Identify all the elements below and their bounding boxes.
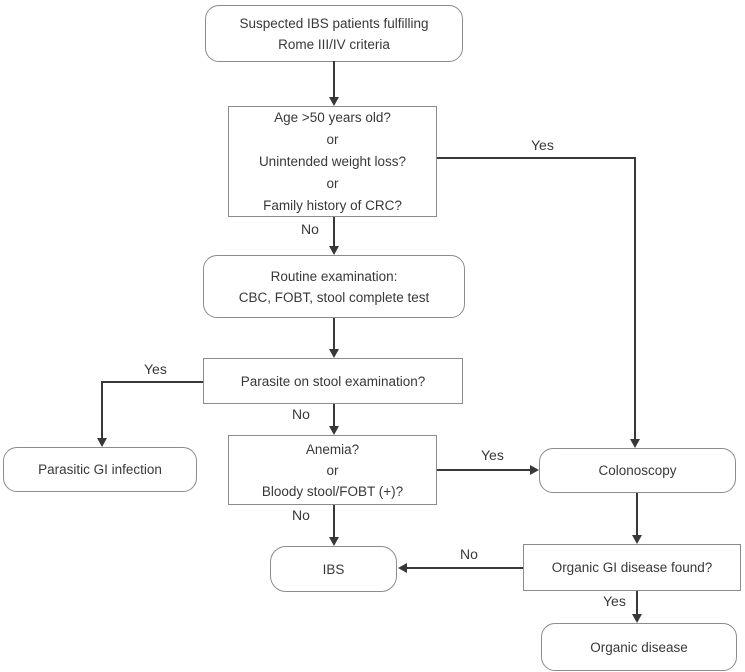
- node-routine-examination-line: Routine examination:: [270, 268, 398, 284]
- edge-colonoscopy-organic-line: [636, 493, 638, 536]
- edge-anemia-ibs-line: [333, 505, 335, 538]
- node-organic-disease: Organic disease: [541, 623, 737, 671]
- arrowhead-organic-ibs: [398, 563, 407, 573]
- arrowhead-anemia-ibs: [329, 537, 339, 546]
- label-organic-no: No: [460, 546, 478, 562]
- edge-suspected-age-line: [333, 61, 335, 99]
- node-routine-examination: Routine examination: CBC, FOBT, stool co…: [203, 255, 465, 318]
- edge-routine-parasite-line: [333, 318, 335, 349]
- node-colonoscopy-line: Colonoscopy: [598, 463, 677, 478]
- edge-age-colonoscopy-hline: [437, 157, 636, 159]
- arrowhead-age-colonoscopy: [630, 439, 640, 448]
- node-age-criteria-line: Unintended weight loss?: [258, 153, 407, 169]
- node-organic-disease-found: Organic GI disease found?: [523, 544, 741, 591]
- edge-parasite-anemia-line: [333, 404, 335, 427]
- node-suspected-ibs-line: Suspected IBS patients fulfilling: [239, 15, 429, 31]
- edge-age-colonoscopy-vline: [634, 157, 636, 440]
- arrowhead-anemia-colonoscopy: [530, 465, 539, 475]
- node-age-criteria-line: or: [326, 175, 339, 191]
- edge-age-routine-line: [333, 217, 335, 247]
- label-parasite-yes: Yes: [144, 361, 167, 377]
- arrowhead-routine-parasite: [329, 349, 339, 358]
- node-parasite-question: Parasite on stool examination?: [203, 358, 463, 404]
- node-parasite-question-line: Parasite on stool examination?: [240, 373, 426, 389]
- node-anemia-question: Anemia? or Bloody stool/FOBT (+)?: [228, 435, 437, 505]
- arrowhead-parasite-parasitic: [97, 438, 107, 447]
- node-ibs: IBS: [270, 546, 397, 592]
- node-routine-examination-line: CBC, FOBT, stool complete test: [238, 289, 430, 305]
- label-organic-yes: Yes: [603, 593, 626, 609]
- node-age-criteria: Age >50 years old? or Unintended weight …: [228, 106, 437, 217]
- edge-parasite-parasitic-vline: [101, 381, 103, 439]
- node-suspected-ibs: Suspected IBS patients fulfilling Rome I…: [205, 5, 463, 62]
- node-age-criteria-line: or: [326, 131, 339, 147]
- node-parasitic-gi-infection: Parasitic GI infection: [3, 447, 197, 492]
- label-age-yes: Yes: [531, 137, 554, 153]
- node-suspected-ibs-line: Rome III/IV criteria: [278, 36, 390, 52]
- arrowhead-organic-organicdisease: [632, 614, 642, 623]
- label-age-no: No: [301, 221, 319, 237]
- arrowhead-colonoscopy-organic: [632, 535, 642, 544]
- node-parasitic-gi-infection-line: Parasitic GI infection: [38, 462, 162, 477]
- node-anemia-question-line: or: [326, 462, 339, 478]
- node-colonoscopy: Colonoscopy: [539, 448, 736, 493]
- node-organic-disease-found-line: Organic GI disease found?: [551, 560, 713, 575]
- arrowhead-suspected-age: [329, 97, 339, 106]
- node-age-criteria-line: Age >50 years old?: [274, 109, 391, 125]
- arrowhead-parasite-anemia: [329, 426, 339, 435]
- edge-parasite-parasitic-hline: [101, 381, 203, 383]
- arrowhead-age-routine: [329, 246, 339, 255]
- label-parasite-no: No: [292, 406, 310, 422]
- edge-anemia-colonoscopy-line: [437, 469, 530, 471]
- node-age-criteria-line: Family history of CRC?: [263, 197, 402, 213]
- label-anemia-yes: Yes: [481, 447, 504, 463]
- node-organic-disease-line: Organic disease: [590, 639, 688, 655]
- node-ibs-line: IBS: [322, 561, 345, 577]
- node-anemia-question-line: Bloody stool/FOBT (+)?: [261, 483, 404, 499]
- node-anemia-question-line: Anemia?: [305, 441, 360, 457]
- label-anemia-no: No: [292, 507, 310, 523]
- edge-organic-organicdisease-line: [636, 591, 638, 615]
- edge-organic-ibs-line: [407, 567, 523, 569]
